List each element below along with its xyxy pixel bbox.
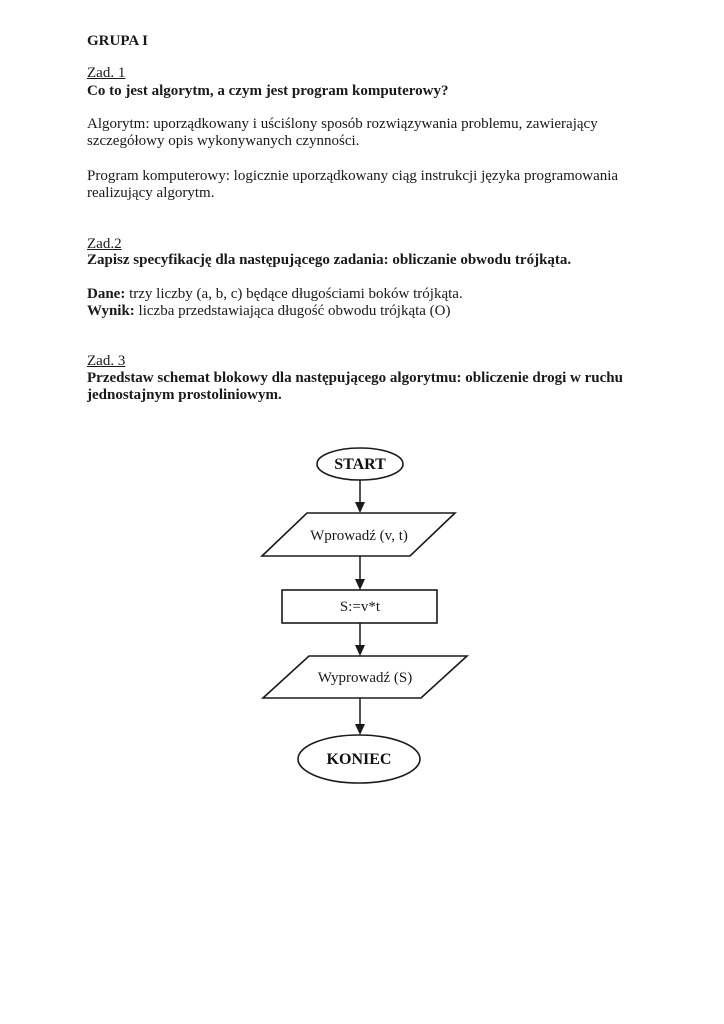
group-heading: GRUPA I (87, 33, 148, 49)
flowchart-process-label: S:=v*t (340, 599, 381, 615)
task2-dane-label: Dane: (87, 286, 126, 302)
flowchart-process-rect (281, 589, 438, 624)
flowchart-input-parallelogram (260, 512, 457, 557)
task2-wynik-line: Wynik: liczba przedstawiająca długość ob… (87, 303, 451, 320)
flow-arrow-4-head (355, 724, 365, 735)
task2-wynik-label: Wynik: (87, 303, 135, 319)
task1-label: Zad. 1 (87, 65, 126, 81)
flowchart: START Wprowadź (v, t) S:=v*t Wyprowadź (… (260, 447, 470, 784)
task1-answer-program-line1: Program komputerowy: logicznie uporządko… (87, 168, 619, 184)
flowchart-end-ellipse (297, 734, 421, 784)
flowchart-start-label: START (334, 456, 386, 473)
flowchart-end-label: KONIEC (327, 751, 392, 768)
task1-question: Co to jest algorytm, a czym jest program… (87, 83, 449, 99)
task3-label: Zad. 3 (87, 353, 126, 369)
task2-wynik-text: liczba przedstawiająca długość obwodu tr… (134, 303, 451, 319)
task1-answer-program-line2: realizujący algorytm. (87, 185, 215, 201)
task3-task-line2: jednostajnym prostoliniowym. (87, 387, 282, 403)
task2-dane-text: trzy liczby (a, b, c) będące długościami… (125, 286, 463, 302)
flowchart-output-label: Wyprowadź (S) (318, 670, 412, 686)
task1-answer-algorithm-line2: szczegółowy opis wykonywanych czynności. (87, 133, 360, 149)
flowchart-output-parallelogram (260, 655, 470, 699)
task2-label: Zad.2 (87, 236, 122, 252)
task1-answer-algorithm-line1: Algorytm: uporządkowany i uściślony spos… (87, 116, 598, 132)
flow-arrow-2-head (355, 579, 365, 590)
task3-task-line1: Przedstaw schemat blokowy dla następując… (87, 370, 623, 386)
task2-task: Zapisz specyfikację dla następującego za… (87, 252, 572, 268)
task2-dane-line: Dane: trzy liczby (a, b, c) będące długo… (87, 286, 463, 303)
flow-arrow-1-head (355, 502, 365, 513)
flowchart-input-label: Wprowadź (v, t) (310, 528, 408, 544)
flow-arrow-3-head (355, 645, 365, 656)
